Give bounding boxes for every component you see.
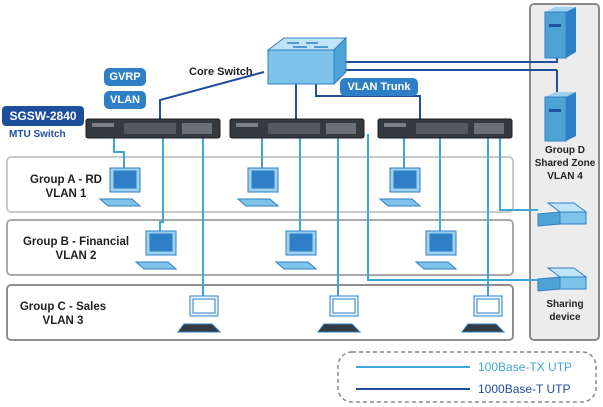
group-d-box bbox=[529, 3, 600, 341]
core-switch-label: Core Switch bbox=[189, 66, 253, 78]
fast-ethernet-links bbox=[113, 134, 545, 296]
group-a-line2: VLAN 1 bbox=[45, 188, 87, 200]
device-type-label: MTU Switch bbox=[9, 129, 66, 140]
group-c-laptops bbox=[177, 295, 506, 333]
group-c-label: Group C - Sales VLAN 3 bbox=[8, 300, 118, 328]
vlan-label: VLAN bbox=[104, 91, 146, 109]
group-b-label: Group B - Financial VLAN 2 bbox=[8, 235, 144, 263]
access-switches bbox=[85, 118, 513, 139]
core-switch bbox=[266, 36, 348, 86]
group-a-line1: Group A - RD bbox=[30, 174, 102, 186]
group-d-label: Group D Shared Zone VLAN 4 bbox=[531, 144, 599, 183]
group-d-line3: VLAN 4 bbox=[547, 171, 583, 182]
legend-label-100: 100Base-TX UTP bbox=[478, 360, 573, 374]
gvrp-label: GVRP bbox=[104, 68, 146, 86]
sharing-device-line1: Sharing bbox=[546, 299, 584, 310]
group-b-line2: VLAN 2 bbox=[55, 250, 97, 262]
group-c-line1: Group C - Sales bbox=[19, 301, 107, 313]
group-a-pcs bbox=[98, 167, 422, 207]
gigabit-links bbox=[159, 46, 558, 120]
vlan-trunk-label: VLAN Trunk bbox=[340, 78, 418, 96]
device-model-label: SGSW-2840 bbox=[2, 106, 84, 126]
group-d-line1: Group D bbox=[545, 145, 585, 156]
group-a-label: Group A - RD VLAN 1 bbox=[10, 173, 122, 201]
group-c-line2: VLAN 3 bbox=[42, 315, 84, 327]
printers bbox=[537, 202, 588, 292]
sharing-device-line2: device bbox=[549, 312, 581, 323]
group-d-line2: Shared Zone bbox=[534, 158, 596, 169]
legend-label-1000: 1000Base-T UTP bbox=[478, 382, 571, 396]
servers bbox=[544, 7, 576, 142]
group-b-line1: Group B - Financial bbox=[22, 236, 130, 248]
group-b-box bbox=[6, 219, 514, 276]
group-c-box bbox=[6, 284, 514, 341]
group-b-pcs bbox=[134, 230, 458, 270]
sharing-device-label: Sharing device bbox=[531, 298, 599, 324]
